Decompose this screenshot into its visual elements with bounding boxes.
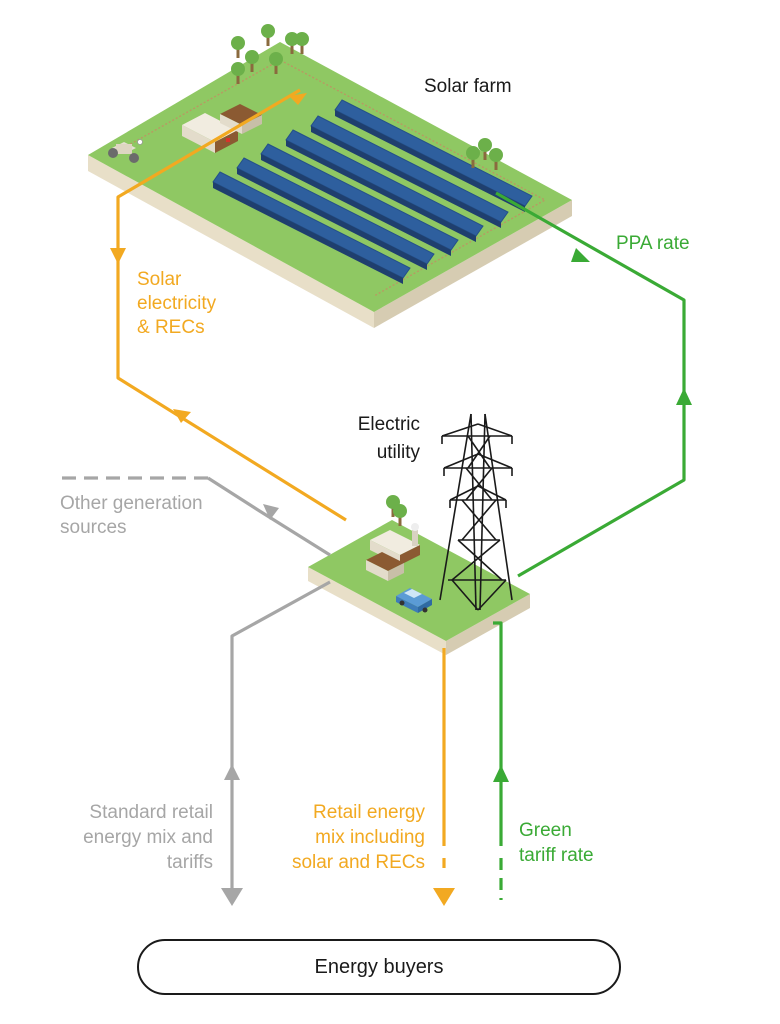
standard-retail-flow	[230, 580, 331, 888]
solar-electricity-label-line2: electricity	[137, 293, 217, 314]
electric-utility-label-line1: Electric	[358, 414, 420, 435]
utility-ground-side-right	[446, 594, 530, 655]
solar-farm-ground-side-right	[374, 200, 572, 328]
retail-mix-solar-label-line1: Retail energy	[313, 802, 425, 823]
ppa-rate-label: PPA rate	[616, 233, 690, 254]
other-generation-label-line2: sources	[60, 517, 127, 538]
other-generation-flow	[62, 476, 331, 557]
tractor-icon	[108, 139, 143, 163]
retail-mix-solar-label-line2: mix including	[315, 827, 425, 848]
solar-farm-label: Solar farm	[424, 76, 512, 97]
energy-buyers-label: Energy buyers	[314, 955, 444, 978]
standard-retail-label-line3: tariffs	[167, 852, 213, 873]
energy-buyers-box: Energy buyers	[137, 939, 621, 995]
other-generation-label-line1: Other generation	[60, 493, 203, 514]
solar-farm-ground-side-left	[88, 155, 374, 328]
green-tariff-flow	[493, 191, 686, 900]
power-plant-icon	[366, 495, 420, 581]
electric-utility-illustration	[308, 413, 530, 655]
utility-ground	[308, 520, 530, 641]
electric-utility-label-line2: utility	[377, 442, 421, 463]
standard-retail-label-line1: Standard retail	[89, 802, 213, 823]
solar-electricity-label-line3: & RECs	[137, 317, 205, 338]
green-tariff-label-line1: Green	[519, 820, 572, 841]
utility-ground-side-left	[308, 567, 446, 655]
transmission-tower-icon	[439, 413, 513, 611]
standard-retail-label-line2: energy mix and	[83, 827, 213, 848]
arrow-head-icon	[221, 504, 279, 906]
arrow-head-icon	[110, 93, 455, 906]
retail-mix-solar-label-line3: solar and RECs	[292, 852, 425, 873]
solar-electricity-flow	[116, 88, 446, 870]
solar-farm-illustration	[88, 24, 572, 328]
car-icon	[396, 588, 432, 613]
solar-electricity-label-line1: Solar	[137, 269, 182, 290]
arrow-head-icon	[493, 248, 692, 782]
green-tariff-label-line2: tariff rate	[519, 845, 594, 866]
